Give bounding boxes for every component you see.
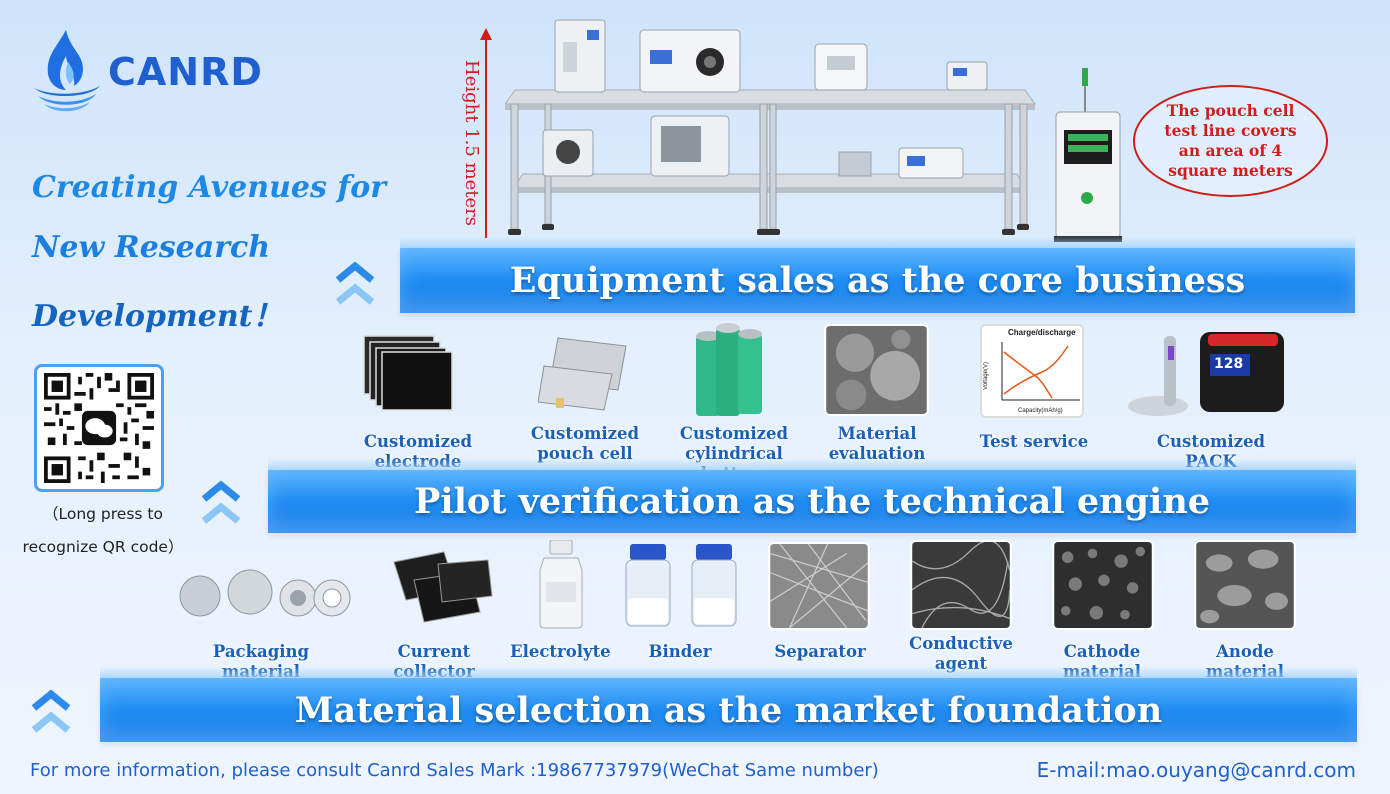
- pack-badge-text: 128: [1214, 356, 1244, 372]
- qr-code-pattern: [44, 373, 154, 483]
- qr-caption-line-2: recognize QR code）: [22, 538, 184, 556]
- band-material-selection: Material selection as the market foundat…: [100, 678, 1357, 742]
- brand-name: CANRD: [108, 50, 263, 94]
- band-1-glow: [400, 236, 1355, 250]
- electrode-image: [352, 330, 464, 414]
- chevron-up-icon: [31, 689, 71, 733]
- test-chart-xlabel: Capacity(mAh/g): [1018, 408, 1063, 414]
- band-equipment-sales: Equipment sales as the core business: [400, 248, 1355, 313]
- slogan-line-1: Creating Avenues for: [32, 170, 387, 205]
- electrolyte-bottle-image: [536, 540, 586, 630]
- brand-logo: CANRD: [28, 26, 278, 116]
- material-item-electrolyte: Electrolyte: [510, 642, 611, 661]
- test-chart-title: Charge/discharge: [1008, 328, 1076, 337]
- separator-image: [768, 542, 870, 630]
- current-collector-image: [384, 550, 496, 632]
- footer-contact: For more information, please consult Can…: [30, 760, 879, 781]
- flame-logo-icon: [34, 30, 100, 112]
- equipment-benches-image: [505, 19, 1036, 235]
- test-chart-curves: [1001, 342, 1080, 401]
- conductive-agent-image: [910, 540, 1012, 630]
- pilot-item-test-service: Test service: [979, 432, 1089, 451]
- cathode-material-image: [1052, 540, 1154, 630]
- binder-bottles-image: [624, 544, 740, 628]
- anode-material-image: [1194, 540, 1296, 630]
- cylindrical-battery-image: [692, 322, 772, 422]
- pouch-cell-image: [538, 332, 638, 414]
- footer-email[interactable]: E-mail:mao.ouyang@canrd.com: [1036, 758, 1356, 782]
- chevron-up-icon: [201, 480, 241, 524]
- test-cabinet-image: [1054, 68, 1122, 242]
- test-chart-ylabel: Voltage(V): [983, 362, 989, 391]
- material-evaluation-image: [824, 324, 929, 416]
- packaging-material-image: [176, 566, 356, 626]
- band-3-glow: [100, 666, 1357, 680]
- slogan-line-2: New Research: [32, 230, 271, 265]
- area-note: The pouch cell test line covers an area …: [1133, 85, 1328, 197]
- test-service-chart: Charge/discharge Voltage(V) Capacity(mAh…: [980, 324, 1084, 418]
- material-item-binder: Binder: [648, 642, 712, 661]
- slogan-line-3: Development！: [32, 299, 283, 334]
- chevron-up-icon: [335, 261, 375, 305]
- wechat-qr-code[interactable]: [34, 364, 164, 492]
- height-label: Height 1.5 meters: [461, 60, 482, 226]
- band-pilot-verification: Pilot verification as the technical engi…: [268, 470, 1356, 533]
- height-arrow-icon: [480, 28, 492, 238]
- qr-caption-line-1: （Long press to: [43, 505, 163, 523]
- band-2-glow: [268, 458, 1356, 472]
- battery-pack-image: 128: [1128, 326, 1288, 420]
- material-item-separator: Separator: [774, 642, 866, 661]
